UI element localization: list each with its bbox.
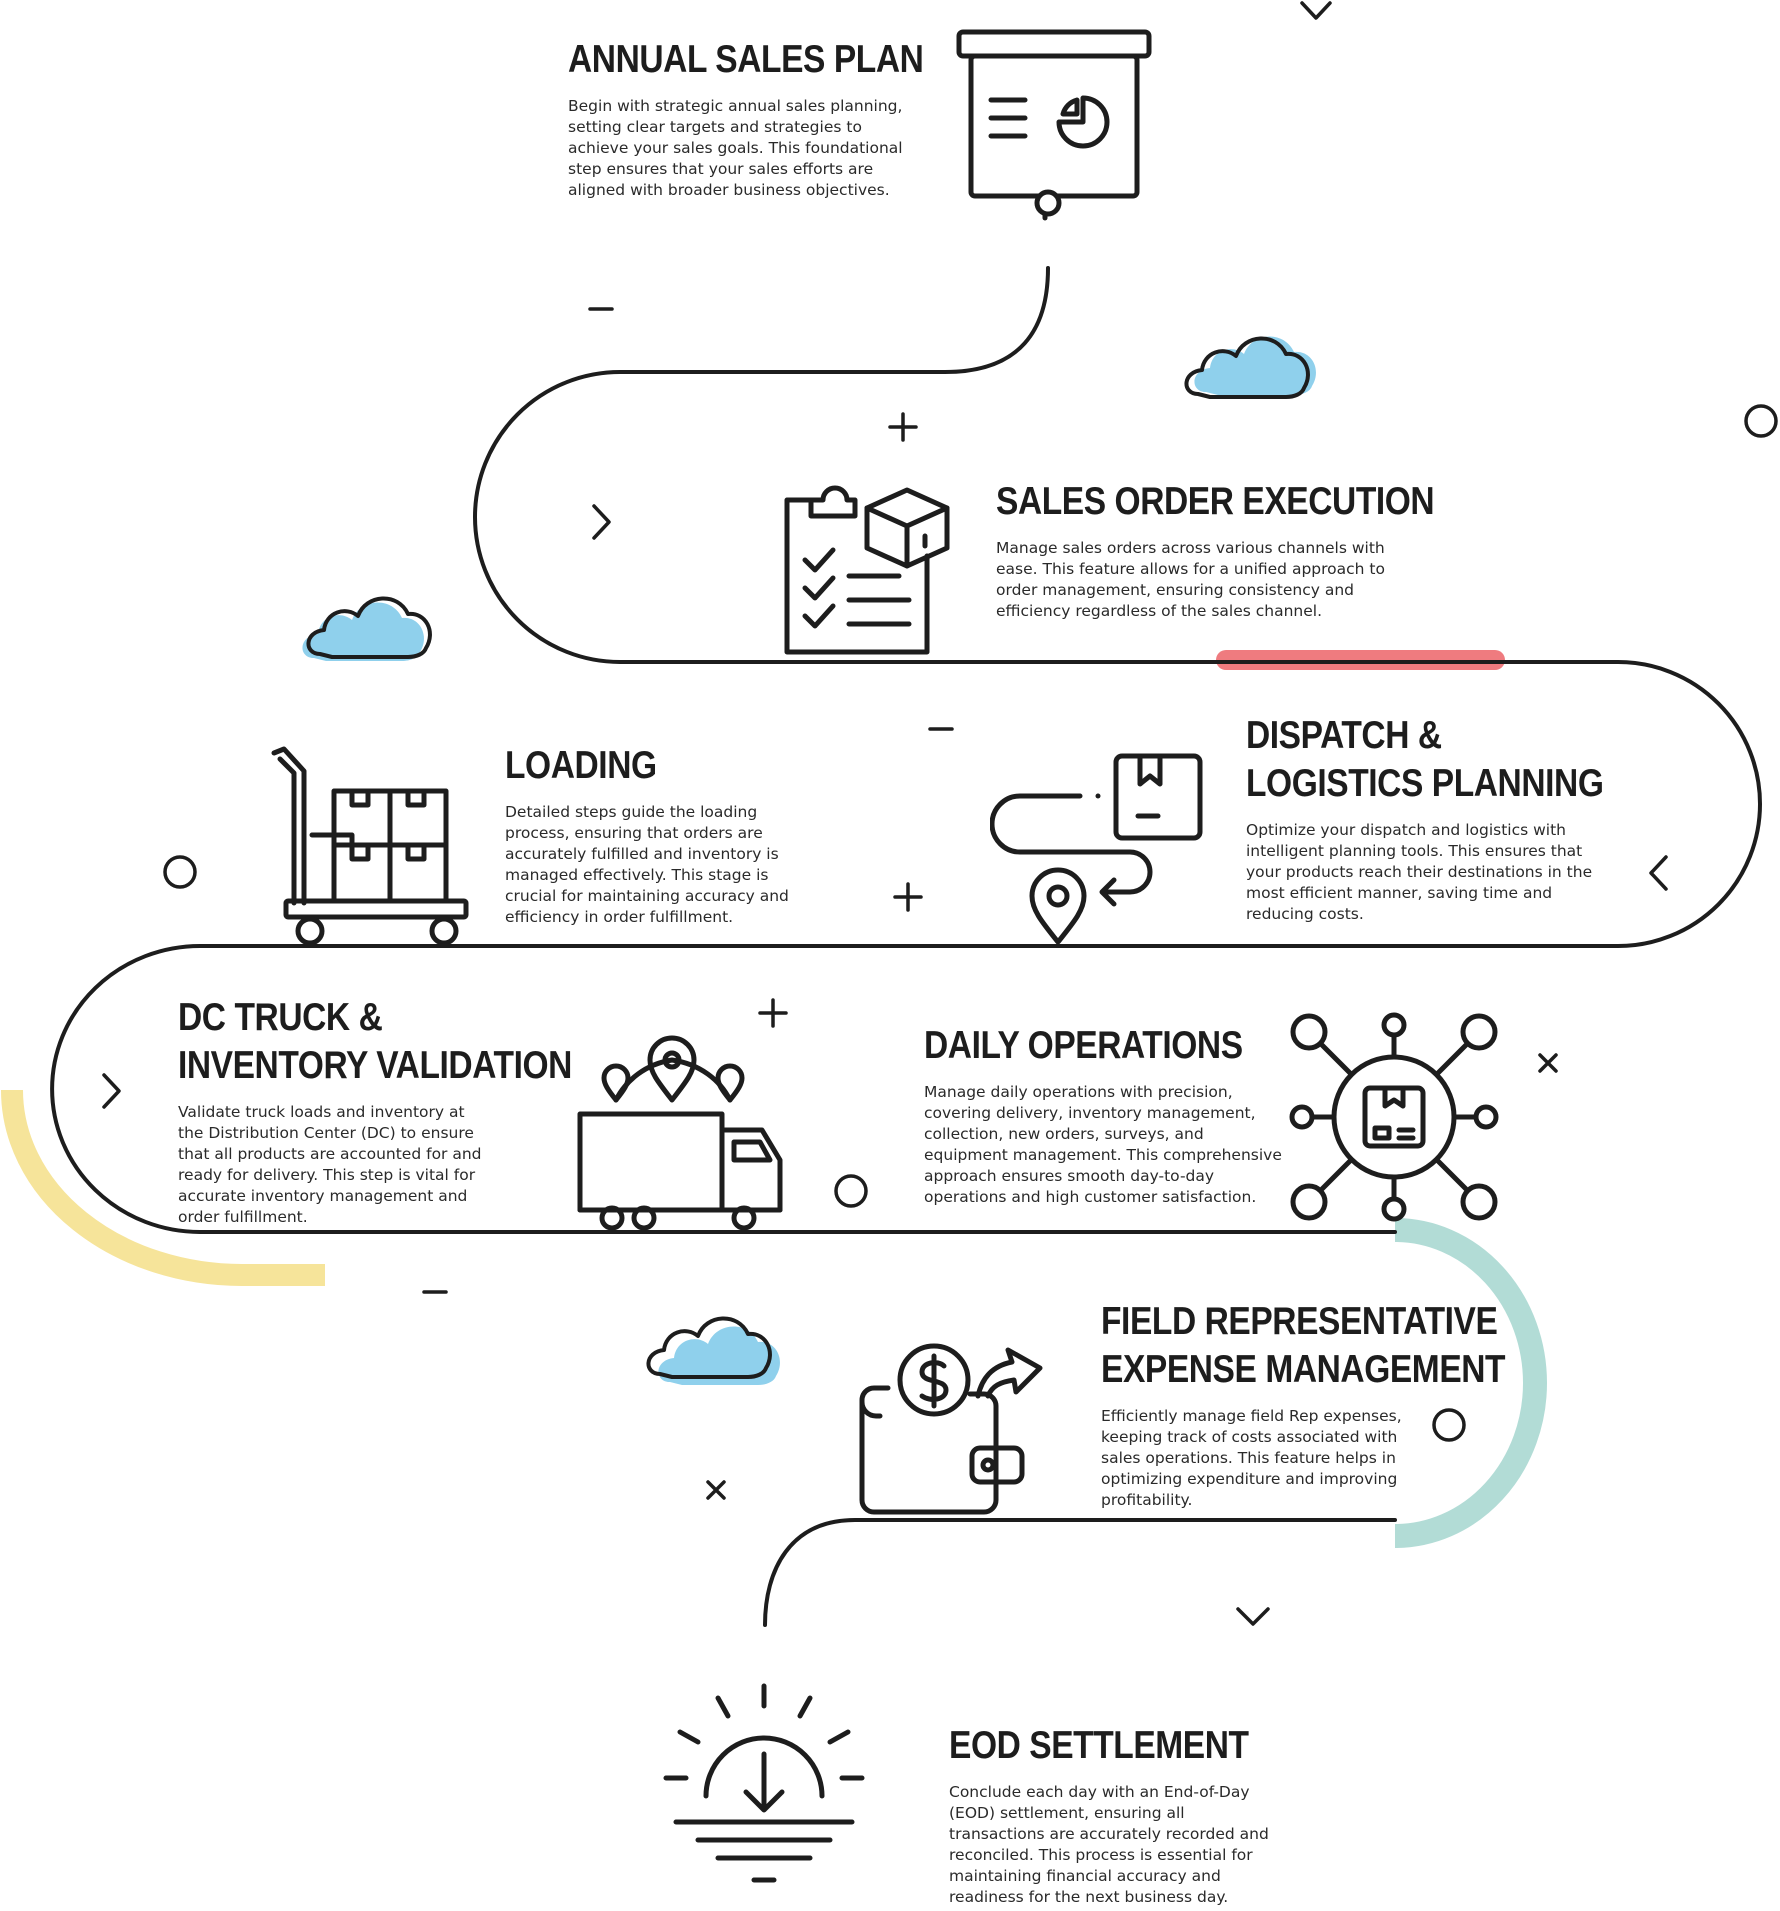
circle-decorations	[163, 404, 1778, 1442]
step-title: SALES ORDER EXECUTION	[996, 480, 1435, 523]
presentation-pendant-icon	[1034, 189, 1062, 217]
yellow-accent-arc	[1, 1089, 325, 1286]
step-description: Manage sales orders across various chann…	[996, 539, 1385, 620]
minus-decorations	[422, 307, 954, 1294]
chevron-decorations	[102, 1, 1668, 1626]
wallet-dollar-icon	[859, 1343, 1043, 1515]
step-title: EOD SETTLEMENT	[949, 1724, 1249, 1767]
step-title: DAILY OPERATIONS	[924, 1024, 1243, 1067]
step-description: Conclude each day with an End-of-Day (EO…	[949, 1783, 1269, 1906]
step-title: DISPATCH &LOGISTICS PLANNING	[1246, 714, 1604, 805]
step-description: Optimize your dispatch and logistics wit…	[1246, 821, 1593, 923]
package-network-icon	[1289, 1012, 1499, 1222]
step-description: Detailed steps guide the loading process…	[505, 803, 789, 926]
step-description: Validate truck loads and inventory at th…	[178, 1103, 482, 1226]
step-annual-sales-plan: ANNUAL SALES PLAN Begin with strategic a…	[568, 36, 924, 201]
truck-locations-icon	[577, 1035, 783, 1231]
step-loading: LOADING Detailed steps guide the loading…	[505, 742, 817, 928]
teal-accent-arc	[1394, 1218, 1547, 1548]
step-title: LOADING	[505, 744, 657, 787]
sunset-download-icon	[663, 1683, 865, 1883]
step-description: Efficiently manage field Rep expenses, k…	[1101, 1407, 1402, 1509]
winding-path	[50, 266, 1762, 1627]
cloud-decorations	[302, 336, 1316, 1385]
step-daily-operations: DAILY OPERATIONS Manage daily operations…	[924, 1022, 1286, 1208]
step-description: Begin with strategic annual sales planni…	[568, 97, 903, 199]
route-package-pin-icon	[990, 753, 1203, 945]
step-description: Manage daily operations with precision, …	[924, 1083, 1282, 1206]
step-title: DC TRUCK &INVENTORY VALIDATION	[178, 996, 572, 1087]
step-title: ANNUAL SALES PLAN	[568, 38, 924, 81]
plus-decorations	[758, 412, 923, 1028]
step-sales-order-execution: SALES ORDER EXECUTION Manage sales order…	[996, 478, 1435, 622]
step-dc-truck-inventory-validation: DC TRUCK &INVENTORY VALIDATION Validate …	[178, 994, 572, 1228]
clipboard-checklist-box-icon	[784, 485, 950, 655]
step-eod-settlement: EOD SETTLEMENT Conclude each day with an…	[949, 1722, 1269, 1908]
hand-cart-boxes-icon	[271, 746, 469, 945]
step-dispatch-logistics-planning: DISPATCH &LOGISTICS PLANNING Optimize yo…	[1246, 712, 1604, 925]
x-decorations	[706, 1053, 1558, 1500]
